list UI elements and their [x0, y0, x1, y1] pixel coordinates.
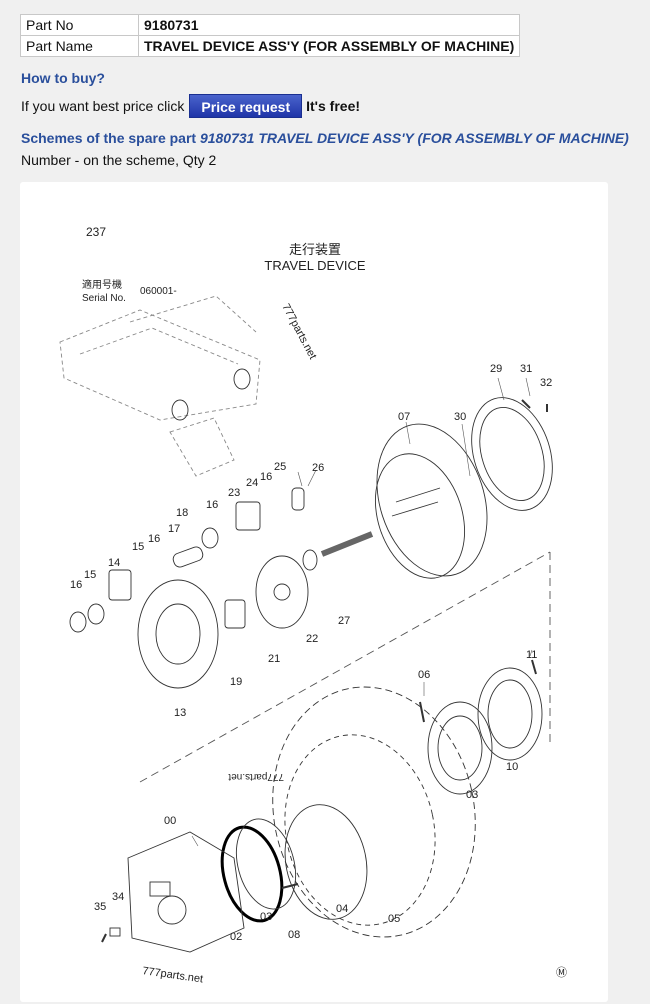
callout-18: 18 [176, 507, 188, 519]
callout-16c: 16 [148, 533, 160, 545]
callout-06: 06 [418, 669, 430, 681]
callout-25: 25 [274, 461, 286, 473]
frame-sprocket-2 [171, 399, 189, 421]
callout-labels: 29 31 32 07 30 25 26 24 16 23 16 18 17 1… [70, 363, 552, 943]
price-request-button[interactable]: Price request [189, 94, 303, 118]
callout-11: 11 [526, 649, 537, 661]
sprocket-05 [272, 686, 476, 938]
oring-02 [220, 825, 284, 923]
page-number: 237 [86, 225, 106, 239]
callout-07: 07 [398, 411, 410, 423]
ring-15 [87, 603, 105, 625]
callout-02: 02 [230, 931, 242, 943]
callout-22: 22 [306, 633, 318, 645]
callout-35: 35 [94, 901, 106, 913]
gear-14 [108, 569, 132, 601]
callout-27: 27 [338, 615, 350, 627]
bolt-35 [101, 933, 107, 943]
callout-05: 05 [388, 913, 400, 925]
serial-label-en: Serial No. [82, 293, 126, 304]
bolt-06-08 [281, 701, 425, 889]
drum-07 [376, 423, 488, 577]
part-no-row: Part No 9180731 [20, 14, 521, 36]
schemes-prefix: Schemes of the spare part [21, 130, 197, 146]
watermark-mirrored: 777parts.net [228, 771, 284, 782]
seal-03 [427, 701, 493, 795]
plug-11 [531, 659, 537, 675]
ring-16-upper [201, 527, 219, 549]
callout-16d: 16 [70, 579, 82, 591]
callout-31: 31 [520, 363, 532, 375]
free-note: It's free! [306, 98, 361, 114]
callout-15b: 15 [84, 569, 96, 581]
callout-16a: 16 [260, 471, 272, 483]
flange-10 [477, 667, 543, 761]
plate-34 [109, 927, 121, 937]
callout-29: 29 [490, 363, 502, 375]
scheme-diagram[interactable]: 237 走行装置 TRAVEL DEVICE 適用号機 Serial No. 0… [20, 182, 608, 1002]
part-name-value: TRAVEL DEVICE ASS'Y (FOR ASSEMBLY OF MAC… [137, 35, 521, 57]
how-to-buy-heading: How to buy? [21, 70, 105, 86]
number-qty-note: Number - on the scheme, Qty 2 [21, 152, 217, 168]
callout-14: 14 [108, 557, 120, 569]
part-info-table: Part No 9180731 Part Name TRAVEL DEVICE … [20, 14, 521, 57]
callout-19: 19 [230, 676, 242, 688]
pin-25 [291, 487, 305, 511]
schemes-part-title: 9180731 TRAVEL DEVICE ASS'Y (FOR ASSEMBL… [199, 130, 629, 146]
carrier-21 [255, 555, 309, 629]
part-name-row: Part Name TRAVEL DEVICE ASS'Y (FOR ASSEM… [20, 35, 521, 57]
watermark-bottom: 777parts.net [142, 965, 204, 985]
price-prompt: If you want best price click [21, 98, 185, 114]
callout-15a: 15 [132, 541, 144, 553]
pin-18 [172, 546, 204, 568]
callout-34: 34 [112, 891, 124, 903]
diagram-title-jp: 走行装置 [289, 242, 341, 257]
callout-03a: 03 [466, 789, 478, 801]
washer-22 [302, 549, 318, 571]
registered-mark: Ⓜ [556, 966, 567, 979]
part-no-value: 9180731 [137, 14, 521, 36]
shaft-27 [320, 531, 374, 557]
part-name-label: Part Name [20, 35, 139, 57]
callout-10: 10 [506, 761, 518, 773]
bolt-31 [521, 399, 531, 409]
gear-23 [235, 501, 261, 531]
watermark-top: 777parts.net [279, 302, 318, 362]
serial-label-jp: 適用号機 [82, 278, 122, 291]
callout-00: 00 [164, 815, 176, 827]
callout-04: 04 [336, 903, 348, 915]
price-request-line: If you want best price click Price reque… [21, 94, 360, 118]
callout-24: 24 [246, 477, 258, 489]
callout-30: 30 [454, 411, 466, 423]
callout-26: 26 [312, 462, 324, 474]
callout-32: 32 [540, 377, 552, 389]
callout-21: 21 [268, 653, 280, 665]
housing-13 [137, 579, 219, 689]
callout-08: 08 [288, 929, 300, 941]
callout-03b: 03 [260, 911, 272, 923]
exploded-diagram: 237 走行装置 TRAVEL DEVICE 適用号機 Serial No. 0… [59, 225, 567, 985]
callout-23: 23 [228, 487, 240, 499]
serial-value: 060001- [140, 286, 177, 297]
cover-29 [471, 397, 553, 511]
diagram-title-en: TRAVEL DEVICE [264, 258, 365, 273]
track-frame-sketch [59, 295, 261, 477]
bearing-19 [224, 599, 246, 629]
callout-17: 17 [168, 523, 180, 535]
callout-13: 13 [174, 707, 186, 719]
schemes-heading: Schemes of the spare part 9180731 TRAVEL… [21, 130, 629, 146]
ring-16 [69, 611, 87, 633]
part-no-label: Part No [20, 14, 139, 36]
ring-03-lower [235, 818, 297, 910]
hub-04 [284, 804, 368, 920]
frame-sprocket-1 [233, 368, 251, 390]
motor-00 [127, 831, 245, 953]
callout-16b: 16 [206, 499, 218, 511]
